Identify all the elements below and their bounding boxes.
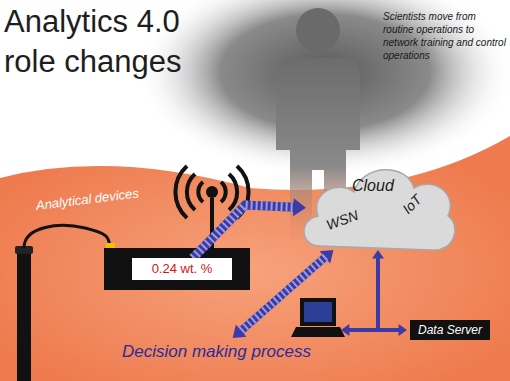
role-note: Scientists move from routine operations … — [383, 10, 507, 62]
device-box — [104, 248, 250, 290]
arrow-shaft — [193, 205, 294, 258]
decision-text: Decision making process — [120, 342, 313, 362]
arrow-shaft — [193, 205, 294, 258]
antenna-tip — [206, 186, 218, 198]
analytical-probe — [15, 225, 115, 381]
node-text: Cloud — [352, 176, 394, 195]
arrow-shaft — [241, 257, 326, 331]
node-text: 0.24 wt. % — [140, 261, 224, 277]
node-text: Decision making process — [122, 342, 311, 362]
cloud-node: CloudWSNIoT — [298, 160, 458, 256]
arrow-shaft — [349, 328, 380, 332]
connector-arrow — [233, 250, 334, 338]
display-readout: 0.24 wt. % — [132, 258, 232, 280]
title: Analytics 4.0 role changes — [4, 2, 219, 82]
connector-arrow — [193, 198, 306, 258]
arrow-head — [293, 198, 306, 216]
laptop — [291, 298, 345, 337]
arrow-head — [341, 324, 349, 336]
arrow-shaft — [378, 258, 399, 330]
arrow-head — [372, 250, 384, 258]
cloud-shape — [298, 160, 458, 256]
data-server-box: Data Server — [410, 320, 490, 340]
cloud-outline — [304, 170, 455, 250]
orange-ground — [0, 136, 510, 381]
node-text: Data Server — [418, 323, 482, 337]
connector-arrow — [372, 250, 407, 336]
arrow-head — [399, 324, 407, 336]
arrow-shaft — [241, 257, 326, 331]
laptop-link — [341, 324, 380, 336]
